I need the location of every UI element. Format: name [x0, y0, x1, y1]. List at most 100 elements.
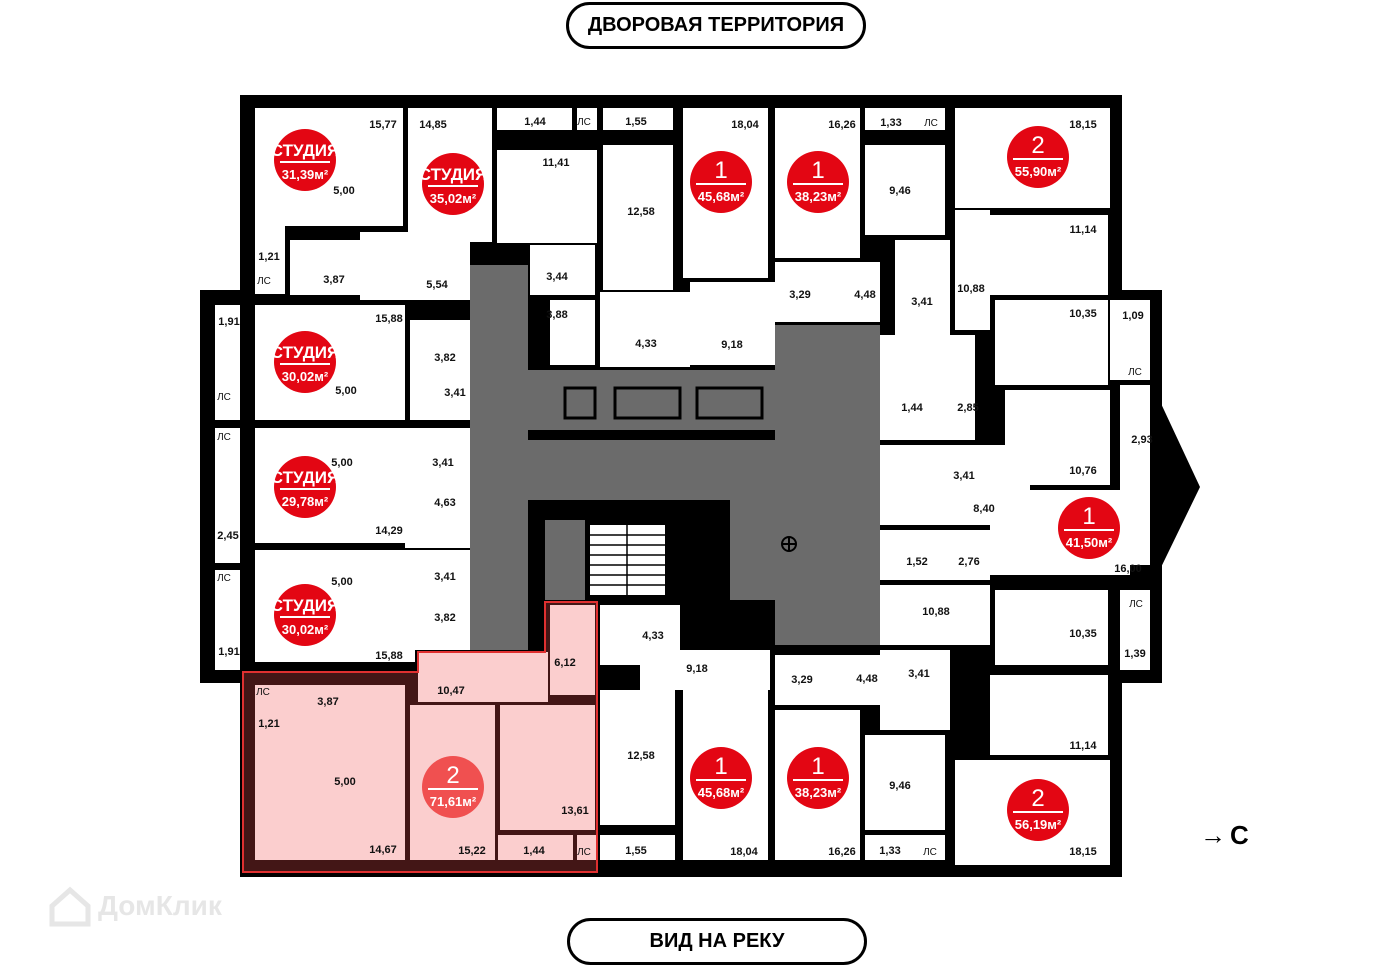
stair-shaft-label: ЛС	[1128, 367, 1142, 378]
room-area-label: 18,04	[731, 119, 759, 131]
apartment-type: СТУДИЯ	[419, 165, 488, 184]
room-area-label: 1,52	[906, 556, 927, 568]
stair-shaft-label: ЛС	[1129, 599, 1143, 610]
room-area-label: 1,44	[901, 402, 923, 414]
room-area-label: 3,41	[911, 296, 932, 308]
apartment-area: 31,39м²	[282, 167, 329, 182]
apartment-type: 1	[811, 753, 824, 780]
room-area-label: 8,40	[973, 503, 994, 515]
elevator-shafts	[563, 386, 764, 420]
apartment-type: СТУДИЯ	[271, 468, 340, 487]
room-area-label: 11,41	[543, 157, 570, 169]
room-area-label: 18,15	[1069, 846, 1097, 858]
room-area-label: 10,76	[1069, 465, 1097, 477]
room-area-label: 12,58	[627, 206, 655, 218]
room-area-label: 1,55	[625, 845, 646, 857]
room-area-label: 2,76	[958, 556, 979, 568]
room-area-label: 3,41	[444, 387, 465, 399]
room-area-label: 14,29	[375, 525, 403, 537]
room-area-label: 6,12	[554, 657, 575, 669]
room-area-label: 3,82	[434, 612, 455, 624]
room-area-label: 4,63	[434, 497, 455, 509]
apartment-type: 1	[714, 753, 727, 780]
apartment-type: СТУДИЯ	[271, 141, 340, 160]
apartment-badge[interactable]: 2 55,90м²	[1007, 126, 1069, 188]
room-area-label: 14,85	[419, 119, 447, 131]
room-area-label: 3,87	[323, 274, 344, 286]
room-area-label: 16,00	[1114, 563, 1142, 575]
river-view-side-label: ВИД НА РЕКУ	[567, 918, 867, 965]
apartment-type: 1	[1082, 503, 1095, 530]
apartment-area: 38,23м²	[795, 785, 842, 800]
room-area-label: 16,26	[828, 119, 856, 131]
room-area-label: 5,00	[331, 576, 352, 588]
room-area-label: 2,85	[957, 402, 978, 414]
room-area-label: 1,21	[258, 251, 279, 263]
apartment-badge[interactable]: 271,61м²	[422, 756, 484, 818]
apartment-badge[interactable]: СТУДИЯ 31,39м²	[271, 129, 340, 191]
apartment-badge[interactable]: 145,68м²	[690, 151, 752, 213]
badge-circle	[690, 747, 752, 809]
room-area-label: 1,91	[218, 646, 239, 658]
stair-shaft-label: ЛС	[924, 118, 938, 129]
room-area-label: 1,33	[880, 117, 901, 129]
room-area-label: 4,48	[854, 289, 875, 301]
badge-circle	[787, 151, 849, 213]
river-view-label-text: ВИД НА РЕКУ	[649, 930, 785, 952]
apartment-badge[interactable]: СТУДИЯ 35,02м²	[419, 153, 488, 215]
apartment-badge[interactable]: 256,19м²	[1007, 779, 1069, 841]
domclick-watermark: ДомКлик	[48, 884, 222, 928]
north-compass: → С	[1200, 820, 1249, 851]
room-area-label: 1,44	[524, 116, 546, 128]
stair-shaft-label: ЛС	[577, 117, 591, 128]
apartment-badge[interactable]: СТУДИЯ 29,78м²	[271, 456, 340, 518]
badge-circle	[1007, 126, 1069, 188]
house-logo-icon	[49, 886, 91, 927]
building-core	[470, 265, 880, 650]
room-area-label: 10,35	[1069, 308, 1097, 320]
arrow-right-icon: →	[1200, 820, 1226, 850]
room-area-label: 3,44	[546, 271, 568, 283]
room-area-label: 3,87	[317, 696, 338, 708]
apartment-badge[interactable]: 145,68м²	[690, 747, 752, 809]
stairs	[590, 525, 665, 595]
apartment-area: 35,02м²	[430, 191, 477, 206]
badge-circle	[274, 584, 336, 646]
room-area-label: 5,00	[331, 457, 352, 469]
room-area-label: 5,54	[426, 279, 448, 291]
apartment-area: 55,90м²	[1015, 164, 1062, 179]
room-area-label: 1,55	[625, 116, 646, 128]
room-area-label: 1,91	[218, 316, 239, 328]
apartment-badge[interactable]: 138,23м²	[787, 151, 849, 213]
room-area-label: 2,45	[217, 530, 238, 542]
room-area-label: 15,88	[375, 650, 403, 662]
room-area-label: 15,22	[458, 845, 486, 857]
apartment-type: 2	[1031, 132, 1044, 159]
apartment-area: 38,23м²	[795, 189, 842, 204]
apartment-badge[interactable]: 141,50м²	[1058, 497, 1120, 559]
apartment-area: 29,78м²	[282, 494, 329, 509]
room-area-label: 5,00	[334, 776, 355, 788]
room-area-label: 18,04	[730, 846, 758, 858]
room-area-label: 13,61	[561, 805, 589, 817]
apartment-badge[interactable]: 1 38,23м²	[787, 747, 849, 809]
apartment-area: 56,19м²	[1015, 817, 1062, 832]
fire-hydrant-icon	[781, 536, 797, 552]
room-area-label: 3,82	[434, 352, 455, 364]
badge-circle	[274, 331, 336, 393]
room-area-label: 9,46	[889, 780, 910, 792]
badge-circle	[787, 747, 849, 809]
room-area-label: 9,18	[721, 339, 742, 351]
room-area-label: 3,88	[546, 309, 567, 321]
apartment-area: 30,02м²	[282, 622, 329, 637]
apartment-area: 45,68м²	[698, 189, 745, 204]
room-area-label: 15,88	[375, 313, 403, 325]
apartment-area: 71,61м²	[430, 794, 477, 809]
room-area-label: 4,33	[635, 338, 656, 350]
room-area-label: 3,29	[791, 674, 812, 686]
